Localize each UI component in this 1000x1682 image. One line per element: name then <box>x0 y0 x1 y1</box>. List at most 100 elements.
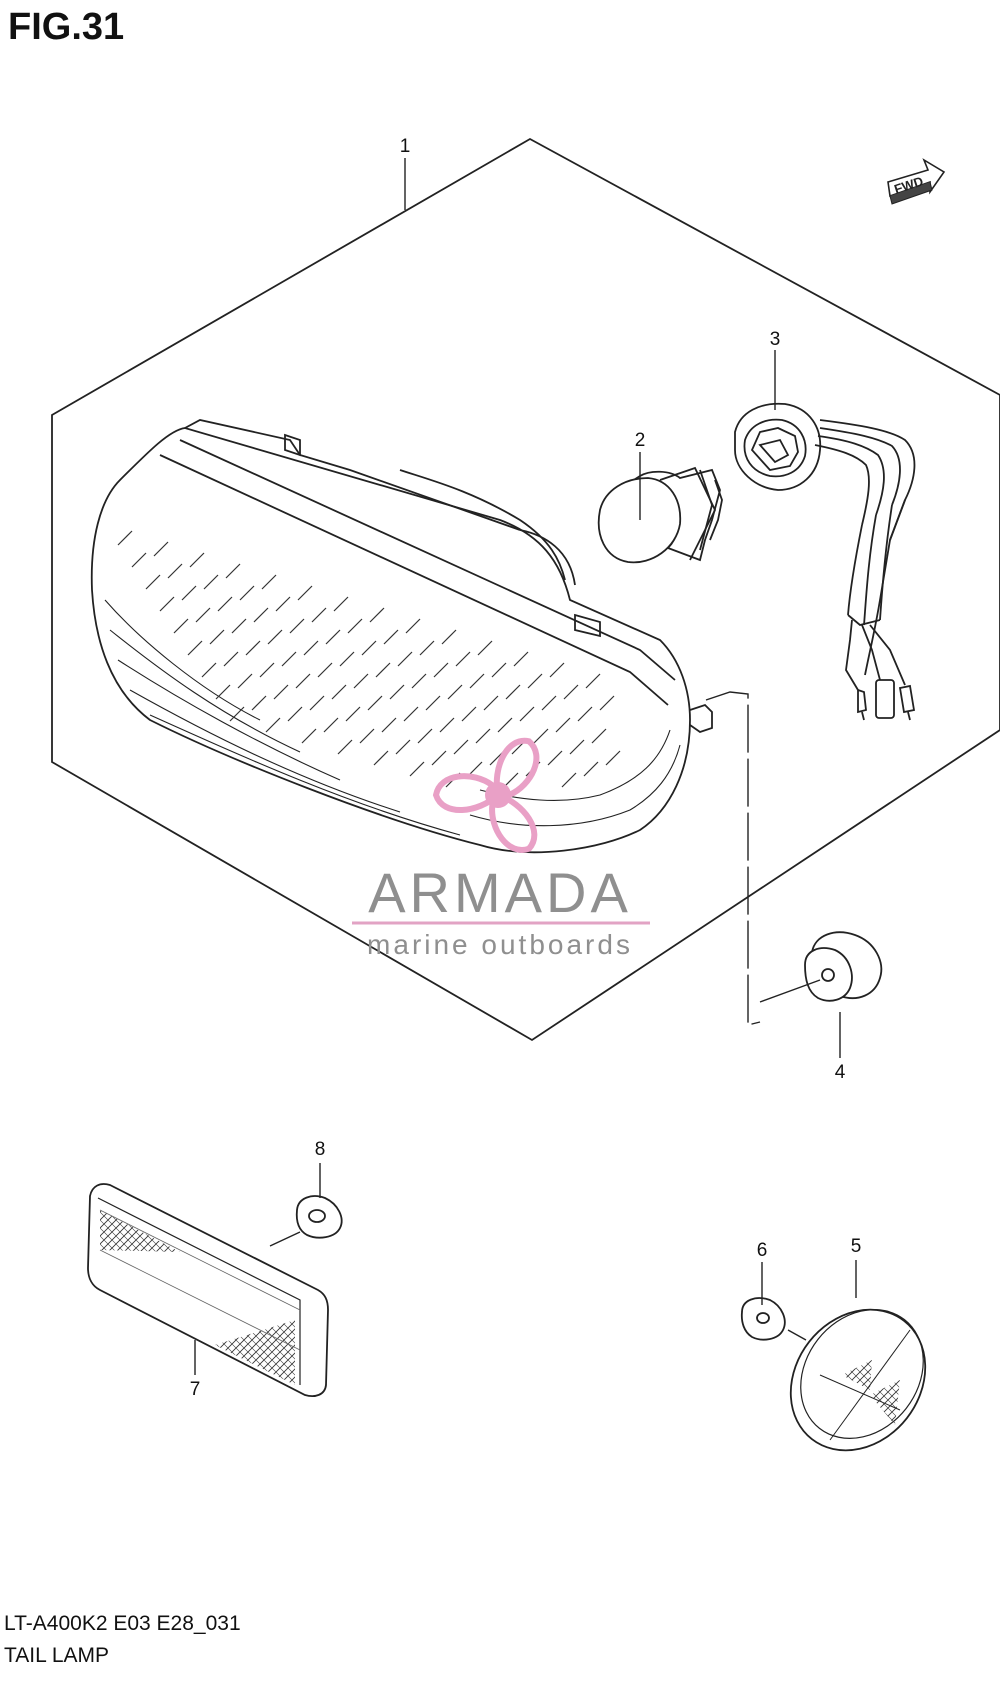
lens-tick <box>353 673 369 689</box>
lens-tick <box>381 717 397 733</box>
lens-tick <box>533 728 549 744</box>
lens-tick <box>513 651 529 667</box>
diagram-name: TAIL LAMP <box>4 1644 110 1667</box>
assembly-outline <box>51 137 1000 1042</box>
lens-tick <box>483 695 499 711</box>
lens-tick <box>281 651 297 667</box>
lens-tick <box>173 618 189 634</box>
lens-tick <box>223 651 239 667</box>
lens-tick <box>345 706 361 722</box>
nut-part-6 <box>740 1297 807 1341</box>
lens-tick <box>259 662 275 678</box>
lens-tick <box>117 530 133 546</box>
lens-tick <box>455 651 471 667</box>
lens-tick <box>309 695 325 711</box>
lens-tick <box>469 673 485 689</box>
lens-tick <box>599 695 615 711</box>
lens-tick <box>209 629 225 645</box>
propeller-icon <box>432 737 540 853</box>
lens-tick <box>229 706 245 722</box>
fwd-marker: FWD <box>887 158 946 205</box>
lens-tick <box>397 651 413 667</box>
lens-tick <box>555 717 571 733</box>
lens-tick <box>541 695 557 711</box>
lens-tick <box>187 640 203 656</box>
lens-texture <box>117 530 621 788</box>
lens-tick <box>433 662 449 678</box>
lens-tick <box>253 607 269 623</box>
round-reflector-part-5 <box>789 1308 927 1452</box>
lens-tick <box>369 607 385 623</box>
lens-tick <box>389 684 405 700</box>
lens-tick <box>405 618 421 634</box>
lens-tick <box>417 728 433 744</box>
callout-6: 6 <box>757 1240 768 1261</box>
lens-tick <box>267 629 283 645</box>
lens-tick <box>145 574 161 590</box>
propeller-hub <box>485 782 511 808</box>
lens-tick <box>475 728 491 744</box>
lens-tick <box>447 684 463 700</box>
watermark-brand: ARMADA <box>368 861 632 924</box>
lens-tick <box>605 750 621 766</box>
lens-tick <box>189 552 205 568</box>
callout-3: 3 <box>770 329 781 350</box>
armada-watermark: ARMADA marine outboards <box>352 737 650 960</box>
lens-tick <box>583 761 599 777</box>
reflector-part-7 <box>87 1183 329 1398</box>
lens-tick <box>167 563 183 579</box>
lens-tick <box>287 706 303 722</box>
lens-tick <box>577 706 593 722</box>
lens-tick <box>303 640 319 656</box>
nut-part-8 <box>269 1195 343 1247</box>
lens-tick <box>491 662 507 678</box>
lens-tick <box>225 563 241 579</box>
lens-tick <box>569 739 585 755</box>
leader-dashed <box>705 691 761 1026</box>
lens-tick <box>409 761 425 777</box>
lens-tick <box>231 618 247 634</box>
lens-tick <box>261 574 277 590</box>
lens-tick <box>239 585 255 601</box>
propeller-blade <box>489 792 538 853</box>
lens-tick <box>425 695 441 711</box>
lens-tick <box>131 552 147 568</box>
lens-tick <box>441 629 457 645</box>
lens-tick <box>337 739 353 755</box>
bulb-part <box>597 466 723 564</box>
lens-tick <box>411 673 427 689</box>
lens-tick <box>563 684 579 700</box>
lens-tick <box>325 629 341 645</box>
lens-tick <box>297 585 313 601</box>
lens-tick <box>497 717 513 733</box>
propeller-blade <box>493 737 540 798</box>
lens-tick <box>431 750 447 766</box>
callout-2: 2 <box>635 430 646 451</box>
watermark-tagline: marine outboards <box>367 929 633 960</box>
lens-tick <box>265 717 281 733</box>
lens-tick <box>289 618 305 634</box>
callout-5: 5 <box>851 1236 862 1257</box>
lens-tick <box>347 618 363 634</box>
lens-tick <box>159 596 175 612</box>
diagram-code: LT-A400K2 E03 E28_031 <box>4 1612 241 1635</box>
figure-title: FIG.31 <box>8 6 125 48</box>
lens-tick <box>439 717 455 733</box>
lens-tick <box>203 574 219 590</box>
lens-tick <box>361 640 377 656</box>
lens-tick <box>251 695 267 711</box>
propeller-blade <box>432 773 501 813</box>
grommet-part <box>759 931 883 1003</box>
tail-lamp-assembly <box>90 419 713 854</box>
lens-tick <box>215 684 231 700</box>
lens-tick <box>333 596 349 612</box>
lens-tick <box>503 772 519 788</box>
lens-tick <box>453 739 469 755</box>
lens-tick <box>181 585 197 601</box>
lens-tick <box>317 662 333 678</box>
lens-tick <box>301 728 317 744</box>
callout-1: 1 <box>400 136 411 157</box>
lens-tick <box>201 662 217 678</box>
